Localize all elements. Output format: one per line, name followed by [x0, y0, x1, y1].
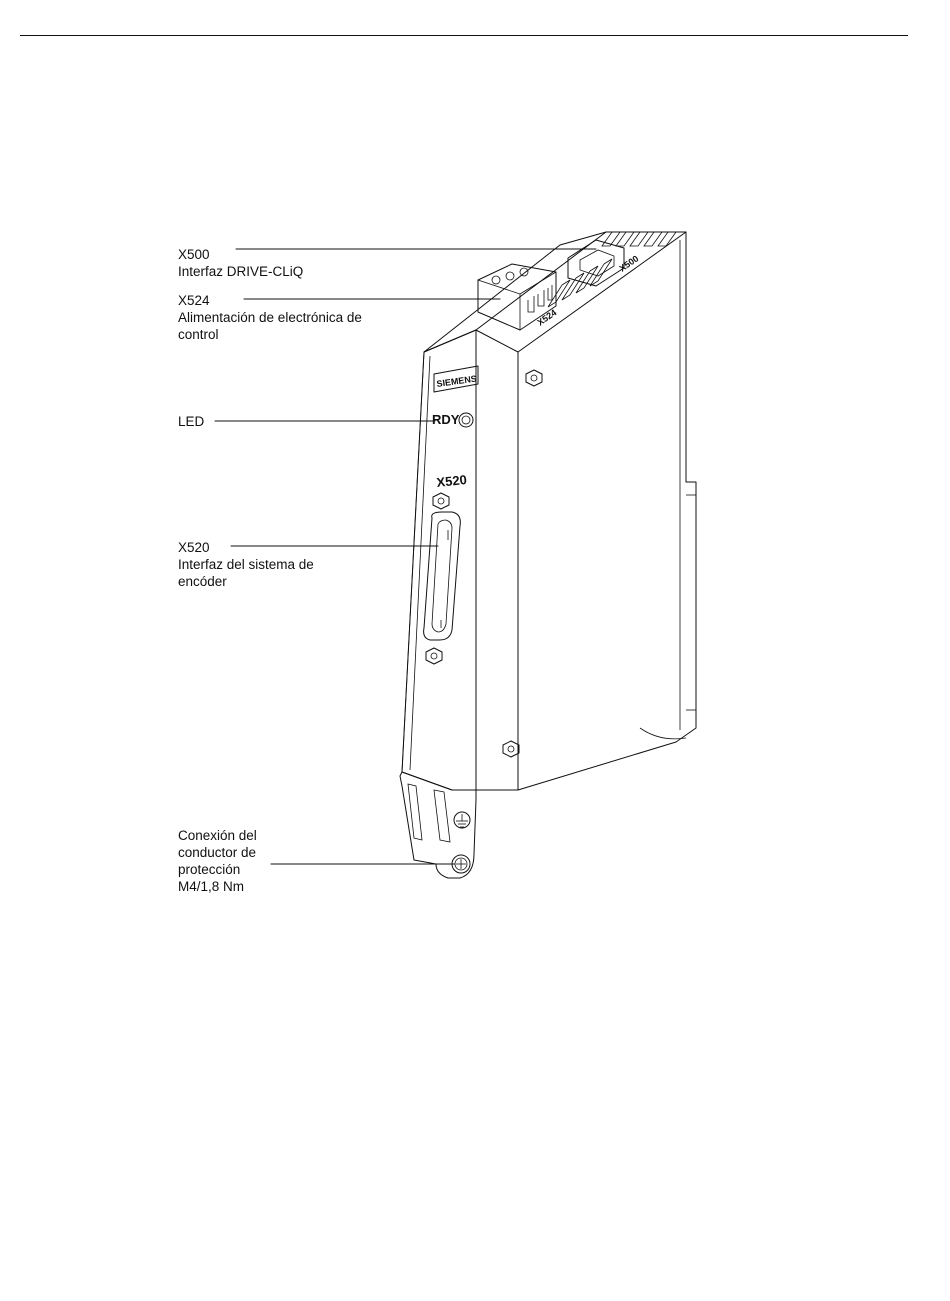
drive-cliq-socket-x500: X500: [568, 240, 640, 286]
hex-nut-top-icon: [433, 493, 449, 509]
housing-front-panel: SIEMENS RDY X520: [402, 330, 478, 790]
top-port-x500-label: X500: [617, 253, 640, 273]
led-indicator-icon: [459, 413, 473, 427]
front-port-x520-label: X520: [436, 472, 468, 490]
leader-lines: [215, 249, 596, 864]
ground-bracket: [400, 772, 476, 878]
top-port-x524-label: X524: [535, 307, 558, 327]
rdy-led: RDY: [432, 412, 473, 427]
mounting-bolt-top-icon: [526, 370, 542, 386]
housing-top-face: X500 X524: [424, 232, 686, 352]
brand-plate: SIEMENS: [434, 366, 478, 392]
housing-side-panel: [476, 232, 696, 790]
hex-nut-bottom-icon: [426, 648, 442, 664]
rdy-label: RDY: [432, 412, 460, 427]
brand-logo: SIEMENS: [436, 373, 478, 389]
mounting-bolt-bottom-icon: [503, 741, 519, 757]
d-sub-connector-x520: [424, 512, 461, 640]
terminal-block-x524: X524: [478, 264, 558, 330]
ground-screw-icon: [452, 855, 470, 873]
